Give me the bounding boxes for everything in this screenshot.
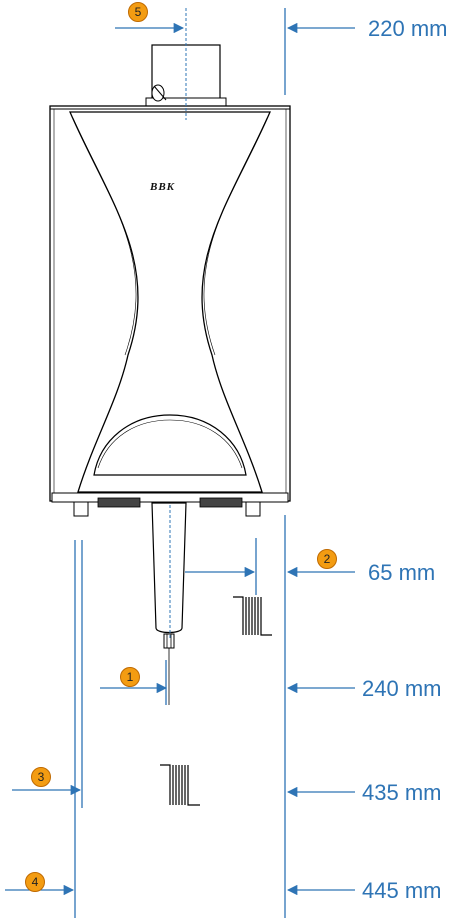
front-panel	[69, 111, 271, 493]
marker-badge-3: 3	[31, 767, 51, 787]
drain-pipe	[151, 502, 187, 705]
dimension-label-65: 65 mm	[368, 560, 436, 585]
dimension-label-445: 445 mm	[362, 878, 442, 903]
boiler-body	[49, 105, 291, 517]
marker-badge-1: 1	[120, 667, 140, 687]
marker-badge-2: 2	[317, 549, 337, 569]
marker-badge-4: 4	[25, 872, 45, 892]
marker-badge-5: 5	[128, 2, 148, 22]
dimension-label-220: 220 mm	[368, 16, 448, 41]
radiator-symbol-center	[160, 764, 200, 806]
dimension-label-435: 435 mm	[362, 780, 442, 805]
radiator-symbol-right	[233, 596, 272, 636]
brand-logo: BBK	[150, 181, 176, 193]
dimension-label-240: 240 mm	[362, 676, 442, 701]
